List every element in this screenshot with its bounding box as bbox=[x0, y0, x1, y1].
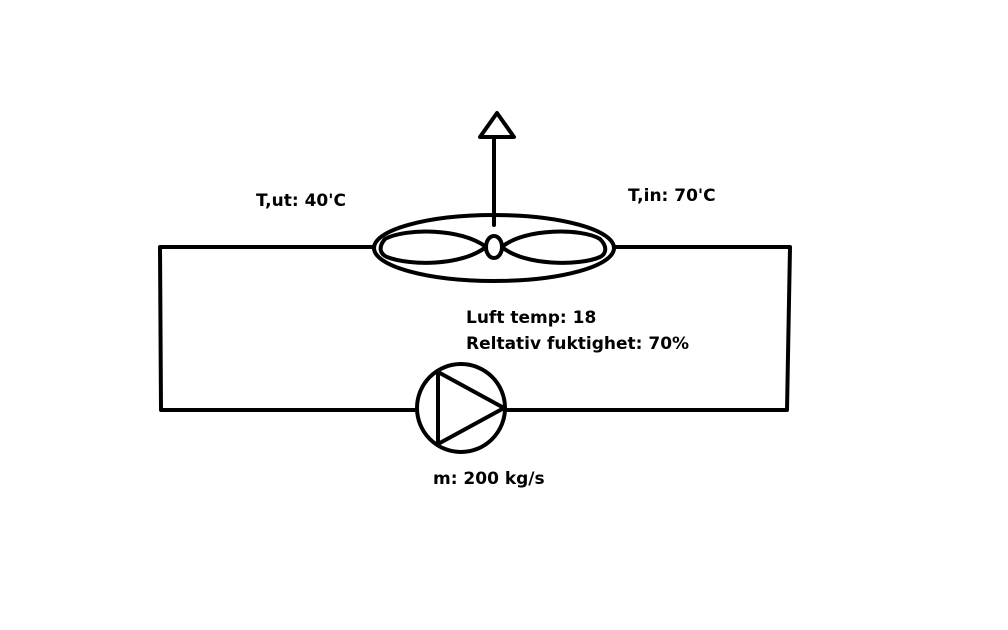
fan-blade-right bbox=[500, 229, 608, 265]
pipe-top-left bbox=[158, 245, 418, 412]
pump-body bbox=[415, 362, 507, 454]
arrow-up-icon bbox=[478, 111, 516, 227]
fan-blade-left bbox=[378, 229, 488, 265]
relative-humidity-label: Reltativ fuktighet: 70% bbox=[466, 334, 689, 354]
outlet-temperature-label: T,ut: 40'C bbox=[256, 191, 346, 211]
exhaust-head bbox=[478, 111, 516, 139]
mass-flow-label: m: 200 kg/s bbox=[433, 469, 545, 489]
inlet-temperature-label: T,in: 70'C bbox=[628, 186, 716, 206]
air-temperature-label: Luft temp: 18 bbox=[466, 308, 596, 328]
fan-hub bbox=[484, 234, 504, 260]
pipe-top-right bbox=[504, 245, 792, 412]
pump-triangle bbox=[436, 370, 506, 446]
pump-icon bbox=[415, 362, 507, 454]
pipe-loop bbox=[158, 245, 792, 412]
